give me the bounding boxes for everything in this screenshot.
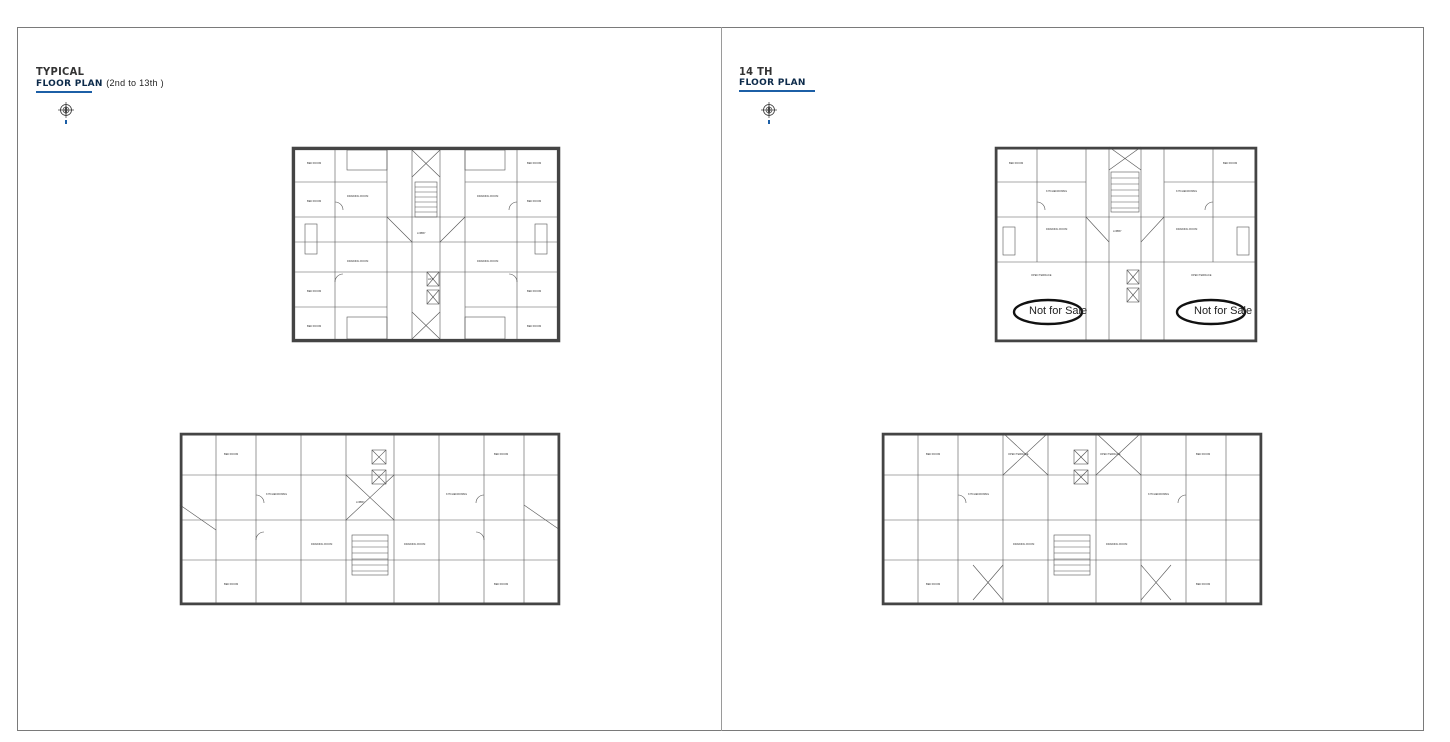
svg-text:DRAWING ROOM: DRAWING ROOM [1176,227,1197,231]
floor-plan-typical-upper: BED ROOM BED ROOM BED ROOM BED ROOM DRAWIN… [287,142,565,347]
svg-text:BED ROOM: BED ROOM [527,324,541,328]
svg-text:OPEN TERRACE: OPEN TERRACE [1031,273,1052,277]
svg-text:BED ROOM: BED ROOM [926,582,940,586]
svg-text:LOBBY: LOBBY [1113,229,1122,233]
svg-text:BED ROOM: BED ROOM [307,199,321,203]
svg-text:BED ROOM: BED ROOM [1223,161,1237,165]
left-heading-sub-label: FLOOR PLAN [36,79,103,89]
stamp-not-for-sale-left: Not for Sale [1029,305,1088,317]
svg-text:BED ROOM: BED ROOM [307,289,321,293]
page-divider [721,27,722,731]
svg-text:BED ROOM: BED ROOM [1196,582,1210,586]
svg-text:BED ROOM: BED ROOM [307,324,321,328]
svg-text:DRAWING ROOM: DRAWING ROOM [1013,542,1034,546]
svg-text:KITCHEN/DINING: KITCHEN/DINING [1046,189,1067,193]
svg-text:OPEN TERRACE: OPEN TERRACE [1100,452,1121,456]
left-heading: TYPICAL FLOOR PLAN (2nd to 13th ) [36,65,164,93]
svg-text:OPEN TERRACE: OPEN TERRACE [1008,452,1029,456]
svg-text:KITCHEN/DINING: KITCHEN/DINING [968,492,989,496]
svg-text:DRAWING ROOM: DRAWING ROOM [404,542,425,546]
brochure-spread [17,27,1424,731]
right-heading-rule [739,90,815,92]
compass-icon [57,101,75,125]
svg-text:DRAWING ROOM: DRAWING ROOM [477,194,498,198]
floor-plan-typical-lower: BED ROOM BED ROOM KITCHEN/DINING KITCHEN/D… [176,425,564,617]
svg-text:KITCHEN/DINING: KITCHEN/DINING [1176,189,1197,193]
svg-text:KITCHEN/DINING: KITCHEN/DINING [266,492,287,496]
svg-text:LOBBY: LOBBY [417,231,426,235]
stamp-not-for-sale-right: Not for Sale [1194,305,1253,317]
svg-text:BED ROOM: BED ROOM [224,582,238,586]
svg-text:LIFT: LIFT [428,277,434,281]
not-for-sale-oval-right [1175,298,1247,326]
left-heading-sub: FLOOR PLAN (2nd to 13th ) [36,78,164,90]
svg-text:BED ROOM: BED ROOM [527,161,541,165]
svg-text:BED ROOM: BED ROOM [527,289,541,293]
svg-text:DRAWING ROOM: DRAWING ROOM [1046,227,1067,231]
left-heading-top: TYPICAL [36,65,85,78]
left-heading-rule [36,91,92,93]
floor-plan-14th-lower: BED ROOM BED ROOM OPEN TERRACE OPEN TERRAC… [878,425,1266,617]
svg-text:BED ROOM: BED ROOM [1009,161,1023,165]
svg-text:DRAWING ROOM: DRAWING ROOM [477,259,498,263]
svg-text:OPEN TERRACE: OPEN TERRACE [1191,273,1212,277]
svg-text:BED ROOM: BED ROOM [1196,452,1210,456]
svg-text:DRAWING ROOM: DRAWING ROOM [311,542,332,546]
right-heading-top: 14 TH [739,65,773,78]
left-heading-paren: (2nd to 13th ) [106,78,164,88]
svg-text:DRAWING ROOM: DRAWING ROOM [347,194,368,198]
svg-text:BED ROOM: BED ROOM [926,452,940,456]
not-for-sale-oval-left [1012,298,1084,326]
right-heading: 14 TH FLOOR PLAN [739,65,815,92]
compass-icon [760,101,778,125]
svg-text:BED ROOM: BED ROOM [307,161,321,165]
svg-text:KITCHEN/DINING: KITCHEN/DINING [1148,492,1169,496]
svg-text:BED ROOM: BED ROOM [494,582,508,586]
floor-plan-14th-upper: BED ROOM BED ROOM KITCHEN/DINING KITCHEN/D… [991,142,1261,347]
svg-text:KITCHEN/DINING: KITCHEN/DINING [446,492,467,496]
svg-text:BED ROOM: BED ROOM [224,452,238,456]
svg-text:DRAWING ROOM: DRAWING ROOM [1106,542,1127,546]
svg-text:DRAWING ROOM: DRAWING ROOM [347,259,368,263]
svg-text:BED ROOM: BED ROOM [494,452,508,456]
svg-text:LOBBY: LOBBY [356,500,365,504]
right-heading-sub: FLOOR PLAN [739,78,806,88]
svg-text:BED ROOM: BED ROOM [527,199,541,203]
